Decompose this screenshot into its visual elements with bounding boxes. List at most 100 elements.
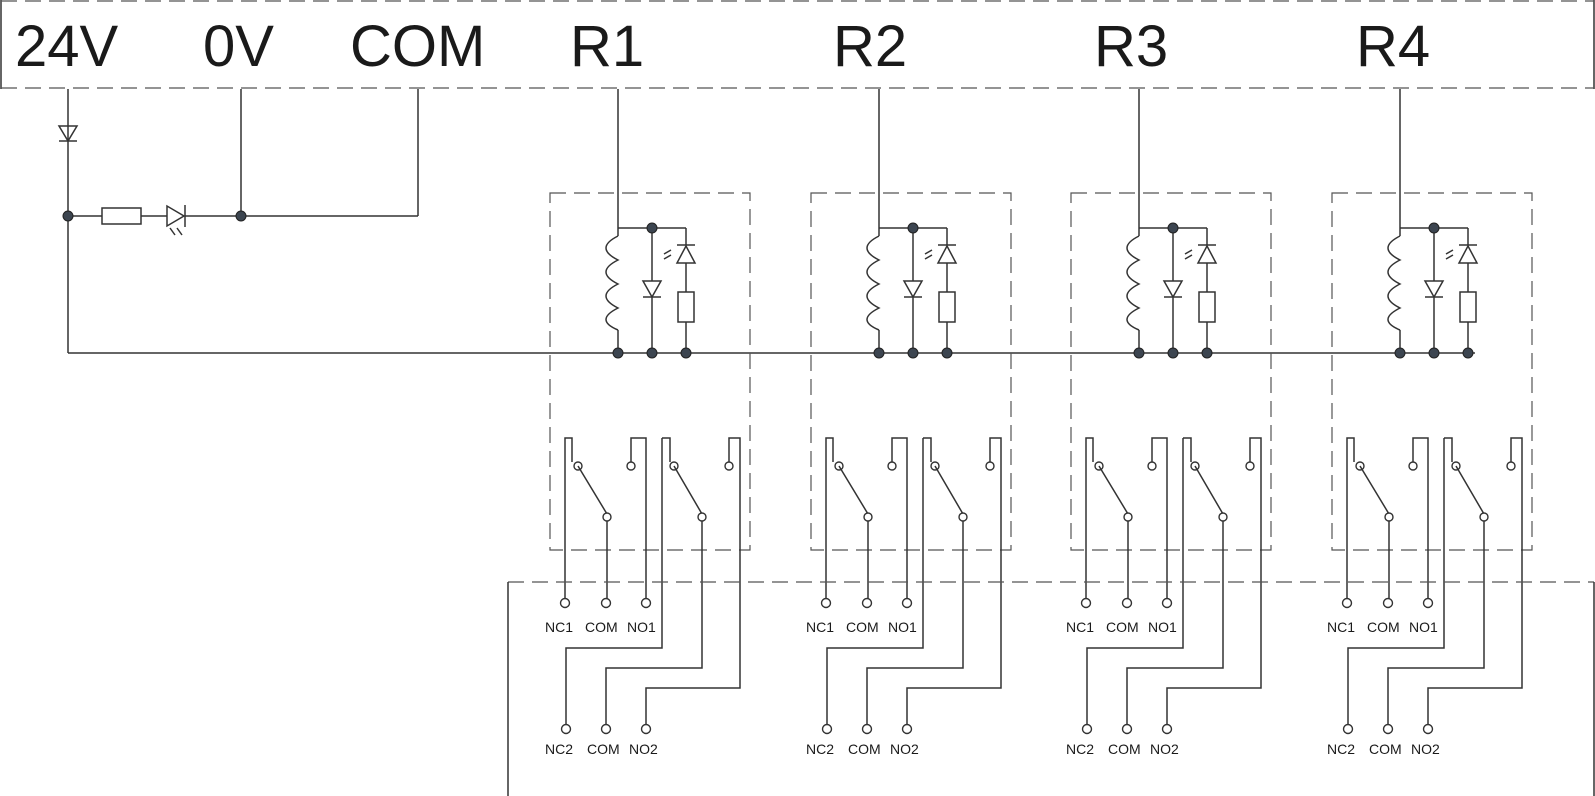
led-resistor xyxy=(1459,291,1477,323)
terminal-label-no1: NO1 xyxy=(888,619,917,635)
output-terminal xyxy=(1080,597,1092,609)
switch-nc1-lead xyxy=(1346,437,1355,598)
switch-nc1-lead xyxy=(564,437,573,598)
terminal-24v-label: 24V xyxy=(15,14,119,79)
output-terminal xyxy=(600,723,612,735)
output-terminal xyxy=(600,597,612,609)
terminal-com-label: COM xyxy=(350,14,485,79)
output-terminal xyxy=(1121,597,1133,609)
switch-no2-lead xyxy=(1427,437,1523,724)
junction-node xyxy=(1133,347,1145,359)
terminal-label-nc2: NC2 xyxy=(1327,741,1355,757)
switch-com2-lead xyxy=(866,521,964,724)
terminal-label-nc2: NC2 xyxy=(545,741,573,757)
terminal-label-nc1: NC1 xyxy=(1066,619,1094,635)
terminal-label-no1: NO1 xyxy=(627,619,656,635)
switch-no1-lead xyxy=(1151,437,1168,598)
resistor xyxy=(101,207,142,225)
switch-blade-2 xyxy=(673,465,703,515)
led-resistor xyxy=(1198,291,1216,323)
terminal-r4-label: R4 xyxy=(1356,14,1430,79)
terminal-label-com1: COM xyxy=(1367,619,1400,635)
switch-blade-1 xyxy=(577,465,608,515)
protection-diode xyxy=(57,125,79,143)
junction-node xyxy=(646,347,658,359)
flyback-diode xyxy=(902,280,924,299)
junction-node xyxy=(62,210,74,222)
junction-node xyxy=(1201,347,1213,359)
junction-node xyxy=(1394,347,1406,359)
contact-point xyxy=(697,512,707,522)
switch-blade-1 xyxy=(838,465,869,515)
output-terminal xyxy=(861,723,873,735)
terminal-label-no1: NO1 xyxy=(1148,619,1177,635)
relay-coil xyxy=(605,235,620,331)
relay-module-box xyxy=(549,192,751,551)
terminal-label-nc1: NC1 xyxy=(806,619,834,635)
switch-no2-lead xyxy=(1166,437,1262,724)
terminal-label-no2: NO2 xyxy=(1150,741,1179,757)
output-terminal xyxy=(1161,597,1173,609)
indicator-led xyxy=(675,244,697,264)
contact-point xyxy=(863,512,873,522)
terminal-label-no2: NO2 xyxy=(890,741,919,757)
switch-blade-1 xyxy=(1359,465,1390,515)
terminal-label-no2: NO2 xyxy=(629,741,658,757)
switch-nc2-lead xyxy=(1086,438,1184,724)
power-input-circuit xyxy=(57,89,1475,354)
terminal-label-no2: NO2 xyxy=(1411,741,1440,757)
junction-node xyxy=(907,222,919,234)
output-terminal-frame xyxy=(507,581,1595,796)
contact-point xyxy=(1479,512,1489,522)
switch-nc2-lead xyxy=(826,438,924,724)
output-terminal xyxy=(1161,723,1173,735)
output-terminal xyxy=(1382,723,1394,735)
indicator-led xyxy=(1457,244,1479,264)
output-terminal xyxy=(1121,723,1133,735)
output-terminal xyxy=(901,723,913,735)
contact-point xyxy=(1408,461,1418,471)
output-terminal xyxy=(1422,597,1434,609)
junction-node xyxy=(941,347,953,359)
output-terminal xyxy=(1341,597,1353,609)
contact-point xyxy=(1123,512,1133,522)
output-terminal xyxy=(559,597,571,609)
flyback-diode xyxy=(1162,280,1184,299)
led-resistor xyxy=(677,291,695,323)
relay-module-box xyxy=(810,192,1012,551)
contact-point xyxy=(1245,461,1255,471)
switch-no1-lead xyxy=(630,437,647,598)
junction-node xyxy=(1167,222,1179,234)
switch-no2-lead xyxy=(906,437,1002,724)
contact-point xyxy=(1147,461,1157,471)
output-terminal xyxy=(640,723,652,735)
junction-node xyxy=(612,347,624,359)
output-terminal xyxy=(1342,723,1354,735)
indicator-led xyxy=(1196,244,1218,264)
output-terminal xyxy=(1081,723,1093,735)
terminal-label-nc1: NC1 xyxy=(1327,619,1355,635)
led-resistor xyxy=(938,291,956,323)
switch-no1-lead xyxy=(1412,437,1429,598)
output-terminal xyxy=(640,597,652,609)
switch-com2-lead xyxy=(1126,521,1224,724)
relay-coil xyxy=(1387,235,1402,331)
contact-point xyxy=(1384,512,1394,522)
terminal-label-no1: NO1 xyxy=(1409,619,1438,635)
flyback-diode xyxy=(641,280,663,299)
contact-point xyxy=(626,461,636,471)
output-terminal xyxy=(821,723,833,735)
contact-point xyxy=(1506,461,1516,471)
indicator-led xyxy=(936,244,958,264)
switch-blade-2 xyxy=(1455,465,1485,515)
junction-node xyxy=(646,222,658,234)
switch-no2-lead xyxy=(645,437,741,724)
junction-node xyxy=(873,347,885,359)
switch-com2-lead xyxy=(1387,521,1485,724)
output-terminal xyxy=(901,597,913,609)
junction-node xyxy=(1428,347,1440,359)
output-terminal xyxy=(1422,723,1434,735)
switch-no1-lead xyxy=(891,437,908,598)
